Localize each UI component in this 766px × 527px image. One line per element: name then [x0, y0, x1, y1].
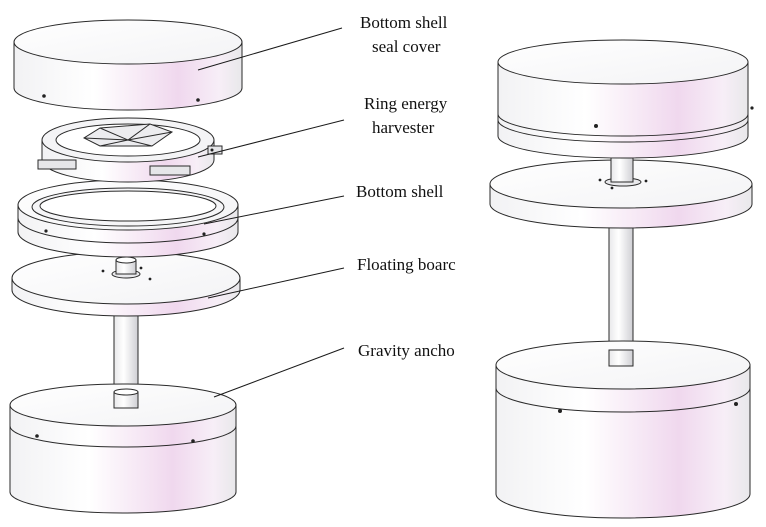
label-floating-board: Floating boarc: [357, 255, 456, 274]
exploded-view: [9, 19, 243, 514]
leader-line-bottom-shell: [203, 195, 345, 225]
leader-line-gravity-anchor: [213, 347, 345, 398]
label-ring-harvester-line1: Ring energy: [364, 94, 448, 113]
leader-line-seal-cover: [197, 27, 343, 71]
labels: Bottom shell seal cover Ring energy harv…: [356, 13, 456, 360]
gravity-anchor-left: [9, 383, 237, 514]
label-bottom-shell: Bottom shell: [356, 182, 444, 201]
leader-line-floating-board: [207, 267, 345, 299]
bottom-shell-seal-cover-left: [13, 19, 243, 111]
label-gravity-anchor: Gravity ancho: [358, 341, 455, 360]
assembled-view: [489, 39, 754, 519]
label-ring-harvester-line2: harvester: [372, 118, 435, 137]
label-seal-cover-line2: seal cover: [372, 37, 441, 56]
leader-line-ring-harvester: [197, 119, 345, 158]
gravity-anchor-right: [495, 340, 751, 519]
bottom-shell-left: [17, 179, 239, 258]
label-seal-cover-line1: Bottom shell: [360, 13, 448, 32]
leader-lines: [197, 27, 345, 398]
floating-board-left: [11, 251, 241, 317]
top-housing-right: [497, 39, 754, 159]
ring-energy-harvester-left: [37, 117, 223, 183]
